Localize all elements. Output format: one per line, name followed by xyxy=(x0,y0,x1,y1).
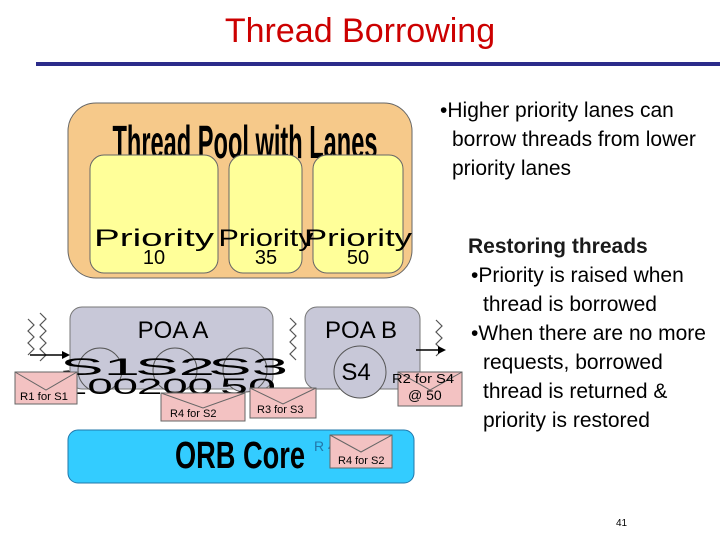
poa-a-label: POA A xyxy=(138,317,209,344)
servant-s3-name: S3 xyxy=(208,354,288,381)
request-r3-label: R3 for S3 xyxy=(257,404,303,416)
restore-bullet-text: Priority is raised when thread is borrow… xyxy=(478,264,684,316)
arrow-right-head xyxy=(438,346,446,354)
request-r4b: R4 for S2 xyxy=(329,434,393,469)
request-r1-label: R1 for S1 xyxy=(20,391,68,403)
restore-section: Restoring threads •Priority is raised wh… xyxy=(468,232,720,435)
lane-50-label: Priority xyxy=(304,225,412,252)
wavy-line-left-2 xyxy=(27,318,35,356)
request-r4b-label: R4 for S2 xyxy=(338,455,384,467)
orb-core-label: ORB Core xyxy=(175,435,305,477)
servant-s4-node xyxy=(333,345,387,399)
lane-priority-35 xyxy=(228,154,303,274)
servant-s1-node xyxy=(77,347,123,393)
orb-core-box xyxy=(67,429,415,484)
servant-s3-node xyxy=(222,347,268,393)
lane-priority-10 xyxy=(89,154,219,274)
arrow-left-head xyxy=(62,351,70,359)
wavy-line-left-1 xyxy=(39,312,47,362)
restore-bullet-item: •Priority is raised when thread is borro… xyxy=(471,264,684,316)
lane-35-label: Priority xyxy=(219,225,314,252)
poa-b-label: POA B xyxy=(325,317,397,344)
title-rule xyxy=(36,62,720,66)
restore-bullet-text: When there are no more requests, borrowe… xyxy=(478,322,706,432)
request-r2-label: R2 for S4 xyxy=(392,371,454,386)
page-number: 41 xyxy=(616,518,628,529)
top-bullet-text: Higher priority lanes can borrow threads… xyxy=(447,99,696,180)
wavy-line-mid xyxy=(289,317,297,361)
lane-10-label: Priority xyxy=(94,225,214,252)
request-r2-priority: @ 50 xyxy=(408,387,442,403)
slide-title: Thread Borrowing xyxy=(224,12,496,50)
restore-heading: Restoring threads xyxy=(468,235,648,258)
request-r3: R3 for S3 xyxy=(249,387,317,419)
request-r2: R2 for S4 @ 50 xyxy=(392,371,463,407)
top-bullet-item: •Higher priority lanes can borrow thread… xyxy=(440,99,696,180)
servant-s2-node xyxy=(152,347,198,393)
top-bullet-list: •Higher priority lanes can borrow thread… xyxy=(440,96,720,183)
lane-10-value: 10 xyxy=(143,247,165,269)
lane-35-value: 35 xyxy=(255,247,277,269)
request-r1: R1 for S1 xyxy=(14,371,78,405)
servant-s4-name: S4 xyxy=(341,359,370,386)
servant-s2-name: S2 xyxy=(135,354,215,381)
restore-bullet-item: •When there are no more requests, borrow… xyxy=(471,322,706,432)
lane-50-value: 50 xyxy=(347,247,369,269)
request-r4a: R4 for S2 xyxy=(160,392,246,422)
lane-priority-50 xyxy=(312,154,404,274)
request-r4a-label: R4 for S2 xyxy=(170,408,216,420)
